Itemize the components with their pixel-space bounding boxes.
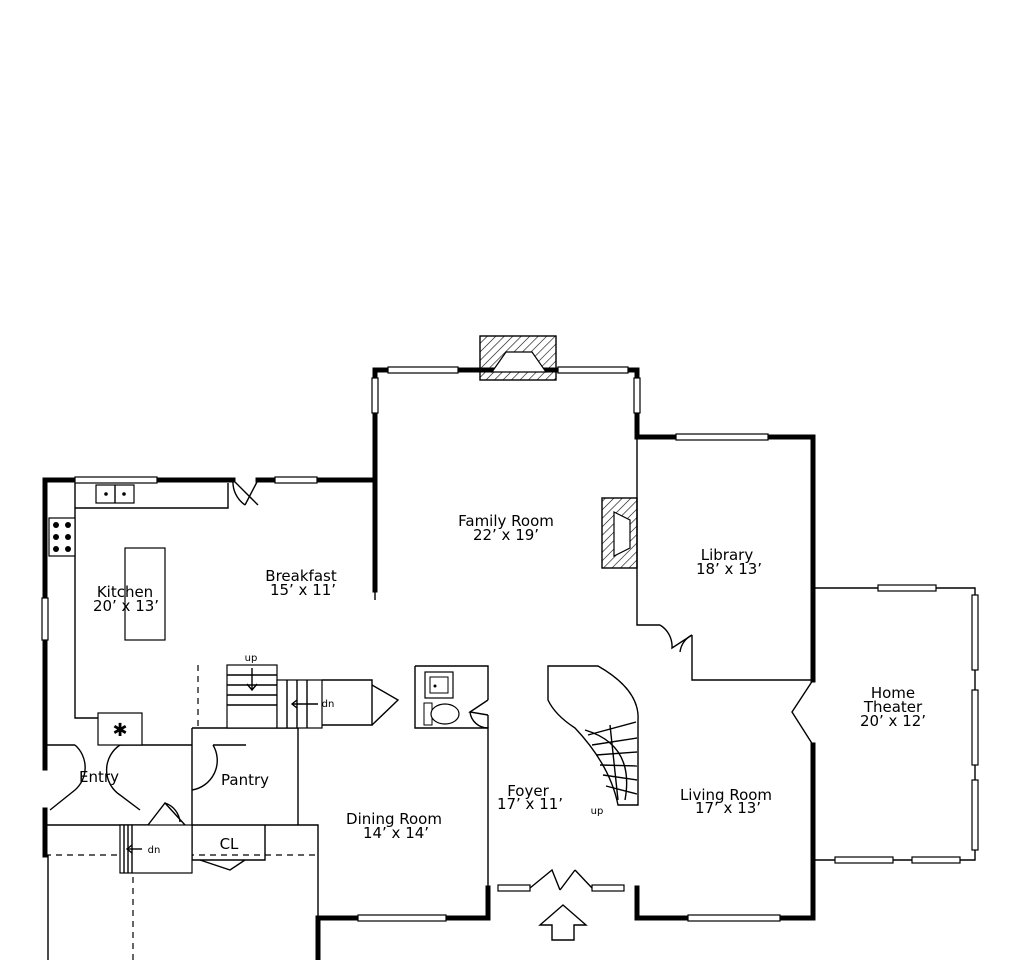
home-theater-size: 20’ x 12’ — [860, 712, 926, 730]
closet-name: CL — [220, 835, 239, 853]
entry-stair-dn-label: dn — [148, 845, 161, 856]
home-theater-name-line1: Home — [871, 684, 915, 702]
breakfast-name: Breakfast — [265, 567, 337, 585]
fireplaces — [479, 335, 638, 569]
entry-name: Entry — [79, 768, 119, 786]
foyer-name: Foyer — [507, 782, 549, 800]
powder-room-fixtures — [423, 671, 460, 726]
breakfast-size: 15’ x 11’ — [270, 581, 336, 599]
entrance-arrow — [538, 904, 588, 941]
library-name: Library — [701, 546, 754, 564]
family-room-name: Family Room — [458, 512, 554, 530]
stair-dn-label: dn — [322, 699, 335, 710]
stairs-curved — [547, 665, 639, 806]
kitchen-name: Kitchen — [97, 583, 153, 601]
stairs-main — [226, 664, 373, 729]
foyer-size: 17’ x 11’ — [497, 795, 563, 813]
foyer-stair-up-label: up — [591, 806, 604, 817]
doors — [49, 479, 814, 891]
kitchen-size: 20’ x 13’ — [93, 597, 159, 615]
living-room-name: Living Room — [680, 786, 772, 804]
library-size: 18’ x 13’ — [696, 560, 762, 578]
kitchen-fixtures: ✱ — [48, 483, 229, 746]
family-room-size: 22’ x 19’ — [473, 526, 539, 544]
living-room-size: 17’ x 13’ — [695, 799, 761, 817]
home-theater-name-line2: Theater — [863, 698, 923, 716]
windows — [41, 366, 979, 922]
svg-text:✱: ✱ — [112, 720, 127, 741]
pantry-name: Pantry — [221, 771, 269, 789]
dining-room-name: Dining Room — [346, 810, 442, 828]
stairs-entry — [119, 824, 193, 874]
stair-up-label: up — [245, 653, 258, 664]
dining-room-size: 14’ x 14’ — [363, 824, 429, 842]
